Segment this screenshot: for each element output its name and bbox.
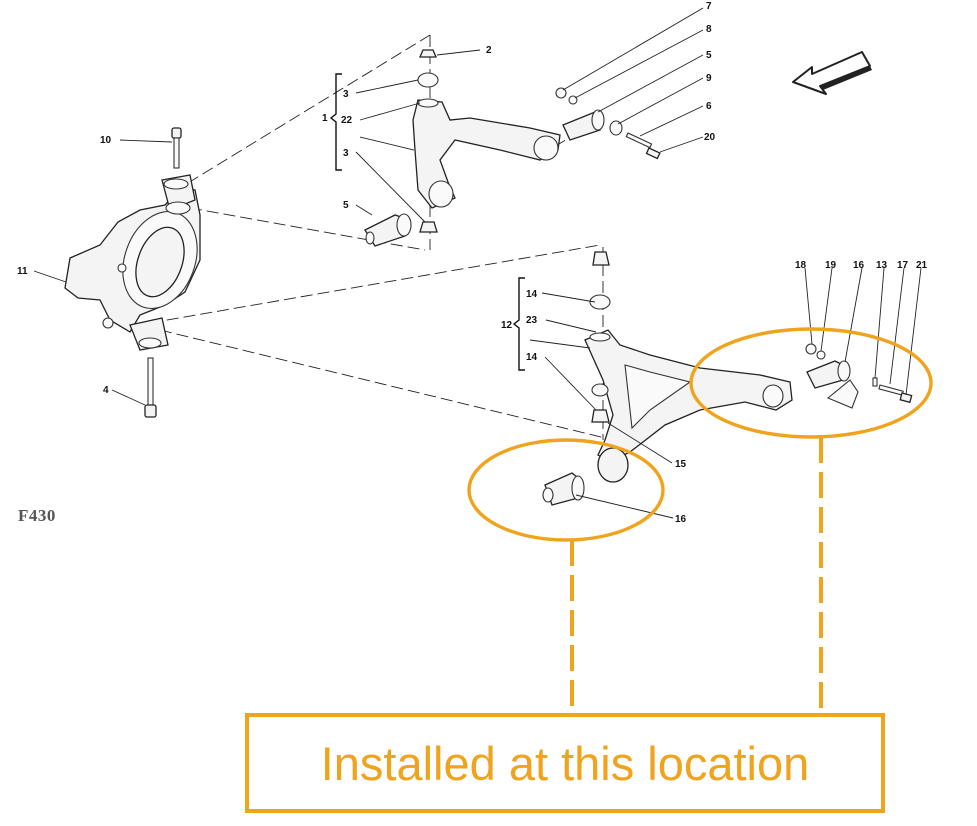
label-5-left: 5 (343, 200, 349, 211)
steering-knuckle (64, 174, 201, 351)
label-16-rear: 16 (853, 260, 865, 271)
callout-box: Installed at this location (245, 713, 885, 813)
bush-5-left (364, 213, 412, 247)
upper-ball-joint-parts (417, 49, 439, 233)
label-14-top: 14 (526, 289, 538, 300)
label-15: 15 (675, 459, 687, 470)
label-6: 6 (706, 101, 712, 112)
bolt-10 (171, 127, 182, 169)
assembly-braces (329, 73, 525, 371)
upper-wishbone (412, 98, 561, 209)
label-3-bottom: 3 (343, 148, 349, 159)
lower-ball-joint-parts (589, 251, 611, 423)
label-3-top: 3 (343, 89, 349, 100)
label-1: 1 (322, 113, 328, 124)
label-8: 8 (706, 24, 712, 35)
label-13: 13 (876, 260, 888, 271)
callout-text: Installed at this location (320, 736, 810, 790)
label-19: 19 (825, 260, 837, 271)
label-22: 22 (341, 115, 353, 126)
label-21: 21 (916, 260, 928, 271)
rear-bush-hardware (805, 343, 913, 409)
lower-wishbone (584, 329, 793, 483)
bolt-4 (144, 357, 157, 418)
label-9: 9 (706, 73, 712, 84)
label-2: 2 (486, 45, 492, 56)
label-7: 7 (706, 1, 712, 12)
bush-16-front (542, 472, 585, 506)
highlight-ellipse-rear (689, 327, 933, 439)
label-5-right: 5 (706, 50, 712, 61)
leader-lines (33, 7, 922, 519)
label-23: 23 (526, 315, 538, 326)
label-11: 11 (17, 266, 28, 277)
highlight-annotations (467, 327, 933, 713)
part-labels: 10 11 4 2 1 3 22 3 5 7 8 5 9 6 20 14 12 … (17, 1, 928, 525)
label-10: 10 (100, 135, 112, 146)
upper-bush-hardware (555, 87, 661, 160)
label-20: 20 (704, 132, 716, 143)
label-4: 4 (103, 385, 109, 396)
label-17: 17 (897, 260, 909, 271)
f430-logo: F430 (18, 506, 56, 525)
label-12: 12 (501, 320, 513, 331)
label-16-front: 16 (675, 514, 687, 525)
highlight-ellipse-front (467, 438, 665, 542)
label-14-bottom: 14 (526, 352, 538, 363)
label-18: 18 (795, 260, 807, 271)
direction-arrow-icon (792, 51, 872, 95)
